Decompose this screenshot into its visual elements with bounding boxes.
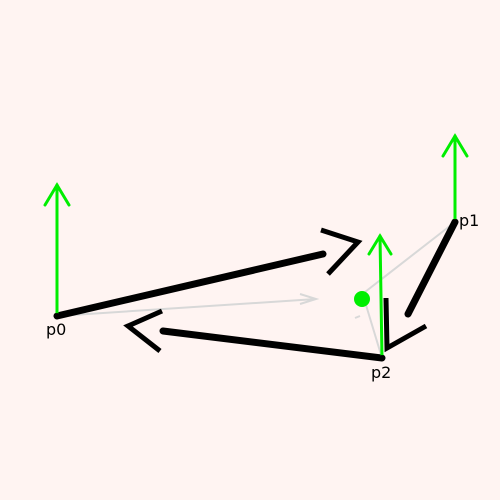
vertex-label-p1: p1 — [459, 211, 479, 230]
vertex-dot-p1 — [452, 219, 458, 225]
edge-p0-p1-arrowhead — [320, 227, 363, 276]
guide-p0-centroid — [56, 298, 317, 317]
edge-p1-p2-arrowhead — [383, 297, 428, 353]
normal-p0-arrowhead — [43, 182, 71, 207]
vertex-label-p0: p0 — [46, 320, 66, 339]
edges — [53, 218, 459, 362]
guide-p1-centroid — [364, 221, 456, 293]
guide-p2-tick — [354, 315, 361, 319]
faint-guides — [56, 221, 456, 359]
guide-p0-arrowhead — [299, 293, 320, 305]
normal-p2-shaft — [378, 234, 384, 360]
normals — [43, 133, 469, 360]
vertex-dots — [54, 219, 458, 361]
edge-p1-p2 — [404, 218, 459, 318]
vertex-dot-p0 — [54, 313, 60, 319]
edge-p2-p0-arrowhead — [123, 308, 164, 353]
edge-p2-p0 — [159, 327, 386, 362]
edge-p0-p1 — [53, 250, 327, 320]
vertex-label-p2: p2 — [371, 363, 391, 382]
vertex-dot-p2 — [379, 355, 385, 361]
normal-p1-arrowhead — [441, 133, 469, 158]
guide-p2-centroid — [365, 304, 383, 359]
centroid-dot — [354, 291, 370, 307]
normal-p2-arrowhead — [367, 233, 393, 256]
